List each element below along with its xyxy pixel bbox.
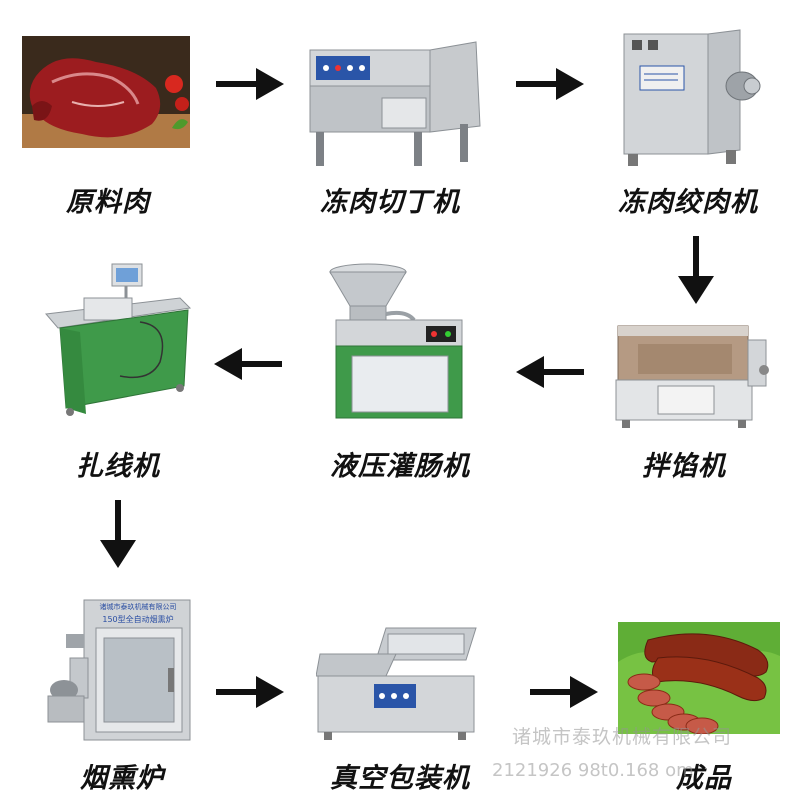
step-label: 真空包装机 [300, 756, 500, 795]
meat-grinder-machine [616, 26, 766, 168]
step-label: 烟熏炉 [22, 756, 222, 795]
smoking-oven-machine: 诸城市泰玖机械有限公司 150型全自动烟熏炉 [44, 598, 194, 746]
sausage-tying-machine [40, 258, 196, 418]
finished-sausage-photo [618, 622, 780, 734]
step-label: 冻肉切丁机 [290, 180, 490, 219]
step-label: 拌馅机 [584, 444, 784, 483]
arrow-down-icon [98, 500, 138, 572]
raw-meat-photo [22, 36, 190, 148]
step-label: 扎线机 [18, 444, 218, 483]
arrow-right-icon [216, 674, 284, 714]
hydraulic-sausage-filler-machine [322, 260, 472, 424]
arrow-right-icon [216, 66, 284, 106]
arrow-right-icon [516, 66, 584, 106]
arrow-right-icon [530, 674, 598, 714]
smoker-header-text: 诸城市泰玖机械有限公司 [86, 602, 190, 612]
watermark-company: 诸城市泰玖机械有限公司 [512, 722, 732, 749]
meat-dicer-machine [302, 38, 484, 170]
arrow-left-icon [214, 346, 282, 386]
filling-mixer-machine [614, 320, 774, 428]
vacuum-packing-machine [316, 624, 480, 740]
step-label: 原料肉 [8, 180, 208, 219]
smoker-sign-text: 150型全自动烟熏炉 [86, 614, 190, 625]
arrow-down-icon [676, 236, 716, 308]
arrow-left-icon [516, 354, 584, 394]
step-label: 冻肉绞肉机 [588, 180, 788, 219]
step-label: 液压灌肠机 [300, 444, 500, 483]
watermark-phone: 2121926 98t0.168 om [492, 760, 694, 781]
